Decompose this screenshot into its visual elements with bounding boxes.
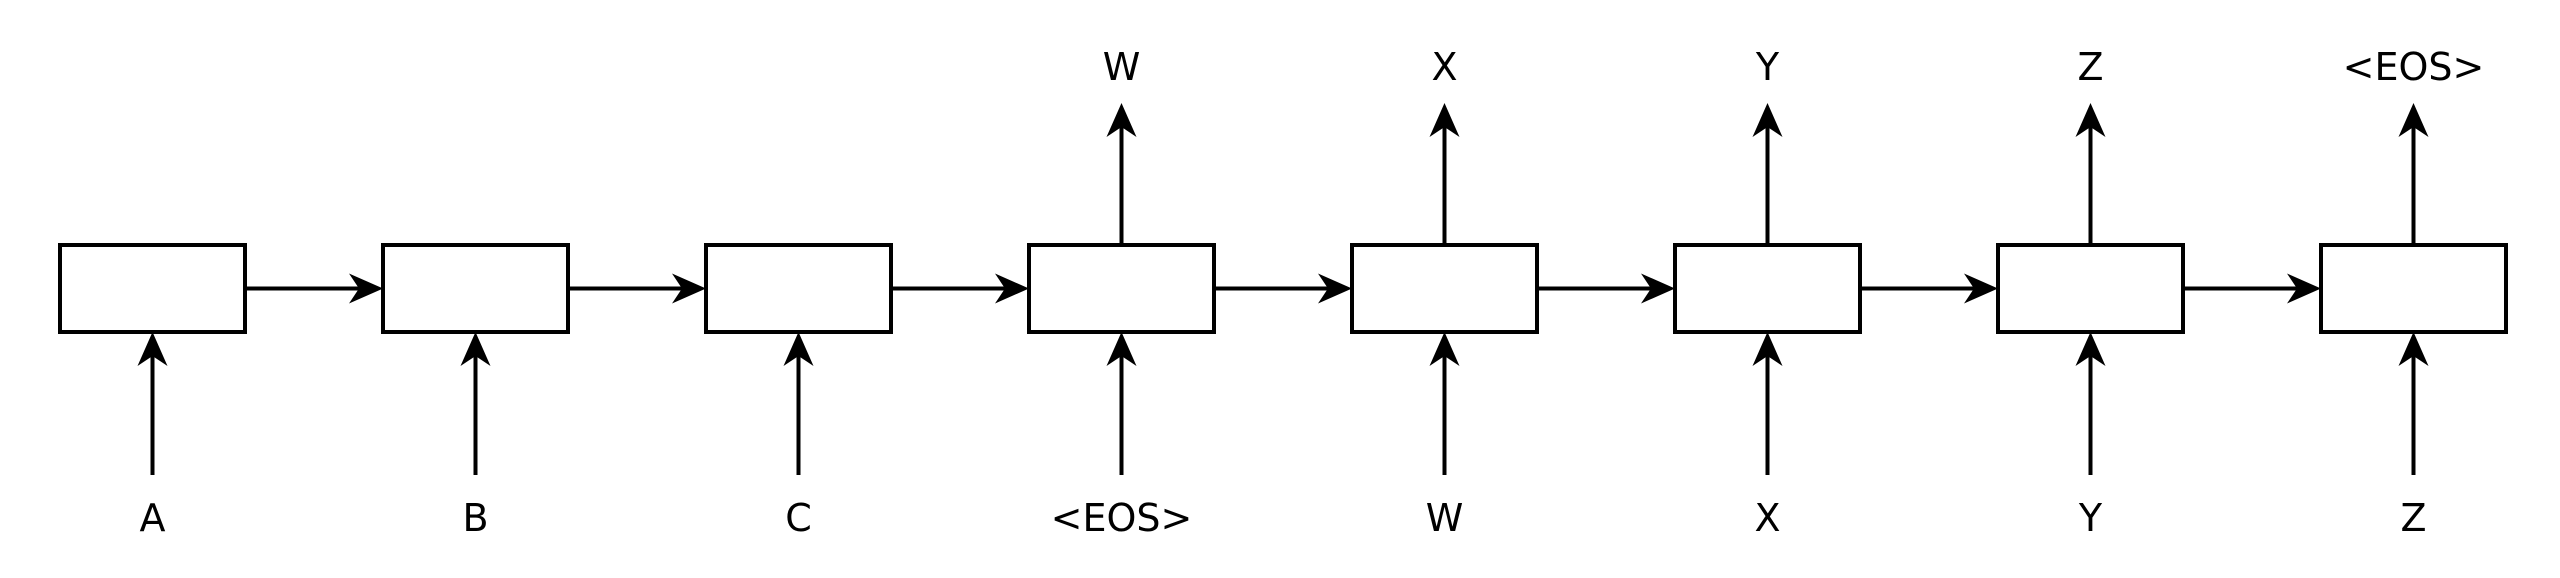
- input-arrow: [460, 332, 491, 475]
- output-token-label: Z: [2077, 45, 2103, 89]
- output-token-label: <EOS>: [2343, 45, 2485, 89]
- input-token-label: Z: [2400, 496, 2426, 540]
- input-arrow: [1752, 332, 1783, 475]
- rnn-cell-box: [381, 243, 570, 334]
- output-token-label: X: [1431, 45, 1457, 89]
- output-token-label: W: [1103, 45, 1141, 89]
- rnn-cell-box: [1673, 243, 1862, 334]
- input-token-label: Y: [2078, 496, 2103, 540]
- recurrent-arrow: [2183, 273, 2321, 304]
- input-token-label: B: [462, 496, 488, 540]
- recurrent-arrow: [1537, 273, 1675, 304]
- output-arrow: [1106, 103, 1137, 245]
- input-token-label: X: [1754, 496, 1780, 540]
- output-arrow: [1752, 103, 1783, 245]
- rnn-cell-box: [1027, 243, 1216, 334]
- recurrent-arrow: [891, 273, 1029, 304]
- rnn-cell-box: [1350, 243, 1539, 334]
- input-arrow: [2075, 332, 2106, 475]
- input-token-label: C: [785, 496, 812, 540]
- output-token-label: Y: [1755, 45, 1780, 89]
- output-arrow: [2398, 103, 2429, 245]
- input-arrow: [1429, 332, 1460, 475]
- input-token-label: W: [1426, 496, 1464, 540]
- recurrent-arrow: [245, 273, 383, 304]
- input-token-label: <EOS>: [1051, 496, 1193, 540]
- rnn-cell-box: [1996, 243, 2185, 334]
- recurrent-arrow: [568, 273, 706, 304]
- input-token-label: A: [140, 496, 166, 540]
- input-arrow: [783, 332, 814, 475]
- output-arrow: [1429, 103, 1460, 245]
- recurrent-arrow: [1860, 273, 1998, 304]
- recurrent-arrow: [1214, 273, 1352, 304]
- input-arrow: [1106, 332, 1137, 475]
- rnn-cell-box: [704, 243, 893, 334]
- input-arrow: [137, 332, 168, 475]
- rnn-cell-box: [2319, 243, 2508, 334]
- input-arrow: [2398, 332, 2429, 475]
- rnn-cell-box: [58, 243, 247, 334]
- output-arrow: [2075, 103, 2106, 245]
